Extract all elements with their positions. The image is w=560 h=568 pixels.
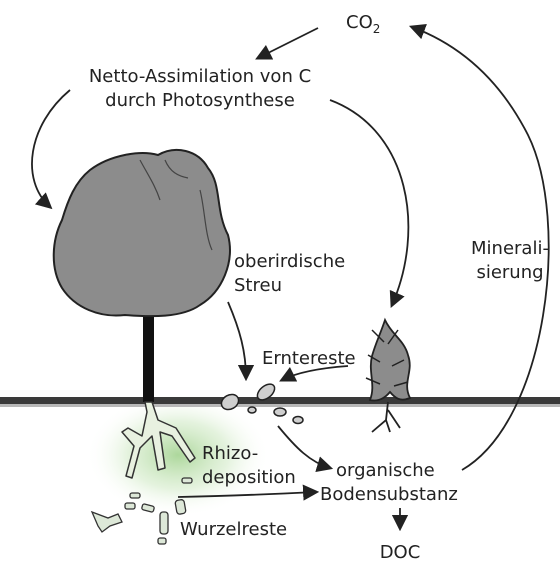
arrow-assimilation-to-tree — [31, 89, 71, 210]
arrow-co2-to-assimilation — [255, 27, 319, 60]
arrow-crop-to-soil — [279, 365, 349, 382]
crop-residue-label: Erntereste — [262, 348, 356, 369]
tree-crown-texture — [139, 159, 213, 251]
doc-label: DOC — [380, 542, 421, 563]
photosynthesis-label-line2: durch Photosynthese — [105, 90, 295, 111]
litter-label-line1: oberirdische — [234, 251, 345, 272]
tree-crown — [52, 148, 231, 318]
tree-roots — [121, 401, 196, 479]
arrow-root-to-som — [177, 484, 320, 501]
arrow-litter-to-soil — [227, 301, 255, 382]
mineralization-label-line1: Minerali- — [471, 238, 549, 259]
litter-leaves — [220, 383, 304, 425]
photosynthesis-label-line1: Netto-Assimilation von C — [89, 66, 311, 87]
rhizodeposition-label-line2: deposition — [202, 467, 296, 488]
som-label-line2: Bodensubstanz — [320, 484, 458, 505]
ground-line — [0, 397, 560, 404]
co2-label: CO2 — [346, 12, 380, 36]
som-label-line1: organische — [336, 460, 435, 481]
arrow-leaves-to-som — [277, 425, 334, 473]
arrow-mineralization-to-co2 — [408, 23, 550, 471]
root-fragments — [90, 477, 193, 545]
tree-trunk — [143, 290, 154, 402]
ground-line-shadow — [0, 404, 560, 407]
rhizosphere-glow — [86, 393, 270, 517]
rhizodeposition-label-line1: Rhizo- — [202, 443, 258, 464]
litter-label-line2: Streu — [234, 275, 282, 296]
arrow-assimilation-to-crop — [329, 99, 410, 308]
crop-residue-plant — [365, 317, 412, 433]
root-residue-label: Wurzelreste — [180, 519, 287, 540]
mineralization-label-line2: sierung — [476, 262, 543, 283]
